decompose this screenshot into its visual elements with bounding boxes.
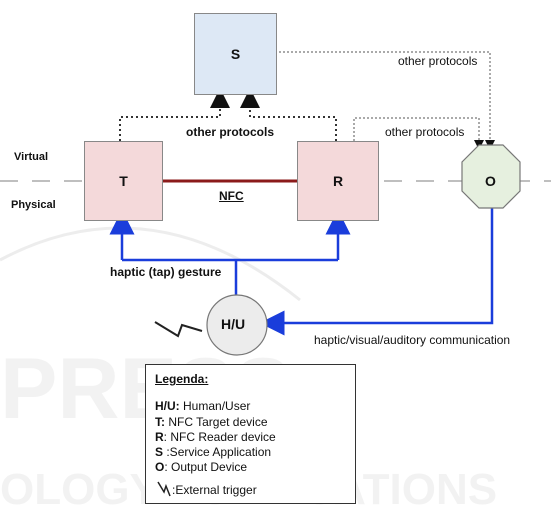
node-o-shape (461, 144, 521, 209)
legend-item-s: S :Service Application (155, 445, 271, 459)
legend-title: Legenda: (155, 372, 209, 386)
edge-label-hu-communication: haptic/visual/auditory communication (314, 333, 511, 347)
node-s-label: S (230, 46, 241, 62)
node-hu-shape (206, 294, 268, 356)
edge-label-nfc: NFC (219, 189, 244, 203)
node-r-label: R (332, 173, 344, 189)
edge-t-to-s (119, 88, 230, 141)
legend-text-t: NFC Target device (165, 415, 268, 429)
node-hu-label: H/U (221, 316, 246, 332)
edge-r-to-o (353, 117, 484, 150)
legend-text-r: : NFC Reader device (163, 430, 276, 444)
node-r: R (297, 141, 379, 221)
physical-label: Physical (11, 199, 56, 211)
virtual-label: Virtual (14, 151, 49, 163)
edge-s-to-o (275, 51, 495, 150)
legend-key-hu: H/U: (155, 399, 180, 413)
legend-text-hu: Human/User (179, 399, 251, 413)
legend-key-r: R (155, 430, 164, 444)
node-t: T (84, 141, 163, 221)
edge-label-s-to-o: other protocols (398, 54, 478, 68)
legend-item-t: T: NFC Target device (155, 415, 268, 429)
node-o-label: O (485, 173, 496, 189)
legend-item-hu: H/U: Human/User (155, 399, 250, 413)
node-t-label: T (119, 173, 128, 189)
external-trigger-icon (154, 321, 203, 338)
legend-key-t: T: (155, 415, 165, 429)
legend-key-o: O (155, 460, 165, 474)
legend-item-r: R: NFC Reader device (155, 430, 276, 444)
edge-label-r-to-o: other protocols (385, 125, 465, 139)
legend-trigger-icon (157, 481, 171, 497)
legend-key-s: S (155, 445, 164, 459)
legend-trigger-text: :External trigger (172, 483, 257, 497)
legend-text-s: :Service Application (163, 445, 272, 459)
edge-o-to-hu (259, 208, 494, 336)
legend-text-o: : Output Device (164, 460, 248, 474)
edge-haptic-gesture (120, 224, 340, 300)
edge-label-haptic-gesture: haptic (tap) gesture (110, 265, 222, 279)
edge-label-t-r-to-s: other protocols (186, 125, 275, 139)
legend-item-o: O: Output Device (155, 460, 247, 474)
node-s: S (194, 13, 277, 95)
edge-r-to-s (240, 88, 337, 141)
legend-box: Legenda: H/U: Human/User T: NFC Target d… (145, 364, 356, 504)
